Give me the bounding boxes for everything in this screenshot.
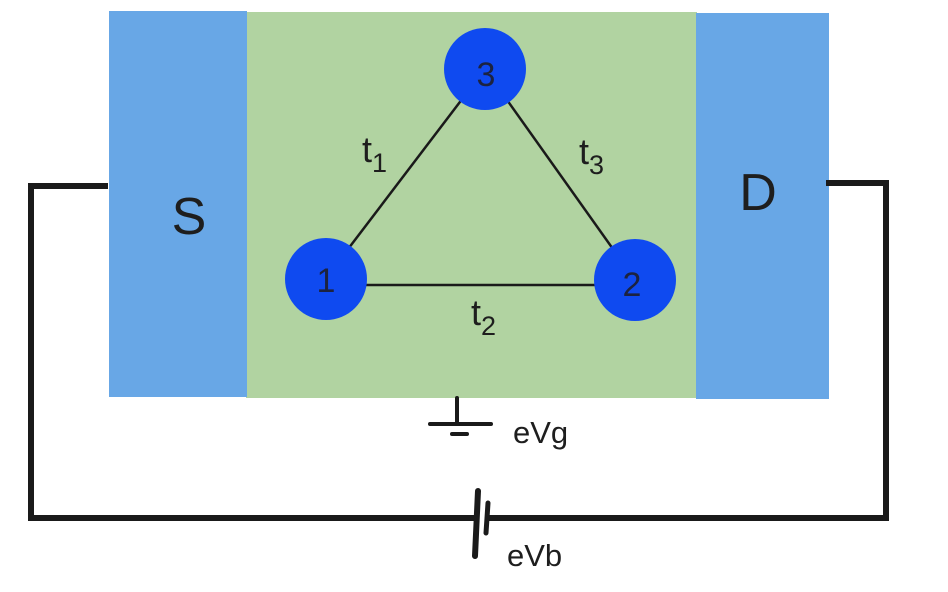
- source-electrode: [109, 11, 247, 397]
- node-2: 2: [594, 239, 676, 321]
- ground-icon: [428, 396, 493, 436]
- hop-label-t2: t2: [471, 292, 496, 341]
- circuit-wires: [28, 180, 889, 521]
- node-1: 1: [285, 238, 367, 320]
- hop-label-t3: t3: [579, 131, 604, 180]
- source-label: S: [172, 188, 207, 246]
- right-wire: [485, 180, 889, 521]
- bond-1-3: [325, 68, 486, 279]
- node-2-label: 2: [623, 266, 642, 304]
- battery-icon: [472, 488, 491, 559]
- left-wire: [28, 183, 477, 521]
- gate-voltage-label: eVg: [513, 415, 568, 450]
- bond-3-2: [483, 68, 637, 281]
- battery-voltage-label: eVb: [507, 538, 562, 573]
- node-3-label: 3: [477, 56, 496, 94]
- hopping-bonds: [325, 68, 637, 287]
- node-1-label: 1: [317, 262, 336, 300]
- node-3: 3: [444, 28, 526, 110]
- drain-label: D: [739, 164, 777, 222]
- hop-label-t1: t1: [362, 129, 387, 178]
- drain-electrode: [696, 13, 829, 399]
